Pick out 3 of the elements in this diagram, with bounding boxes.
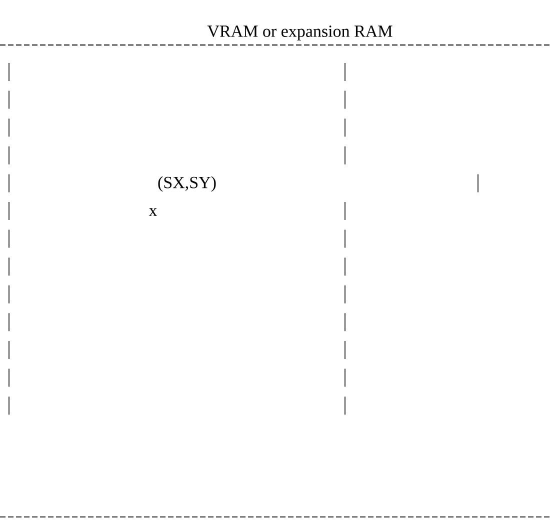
- label: x: [148, 208, 158, 216]
- title: VRAM or expansion RAM: [207, 26, 392, 40]
- label: (SX,SY): [158, 176, 216, 192]
